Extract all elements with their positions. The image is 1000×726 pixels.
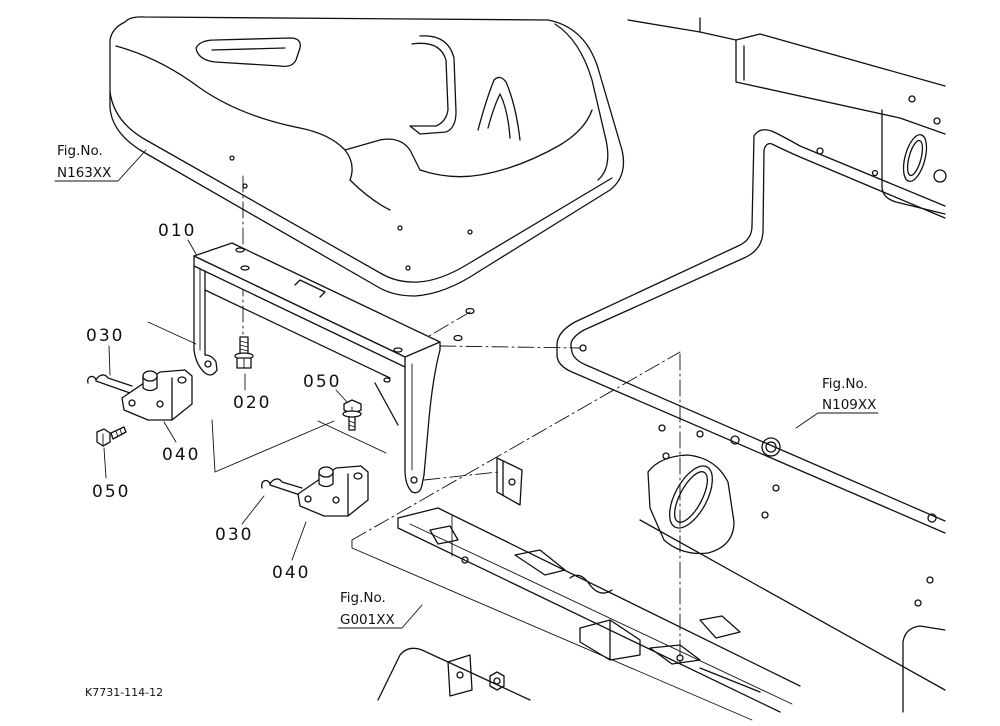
floor-panel (351, 457, 801, 721)
bolt-upper (234, 336, 254, 369)
leader-lines (54, 149, 879, 629)
assembly-lines (147, 321, 387, 473)
plate-left (121, 369, 193, 421)
fig-ref-label-frame: Fig.No. (822, 376, 868, 392)
lower-left-parts (377, 647, 531, 701)
seat (109, 16, 625, 297)
fig-ref-code-frame: N109XX (822, 397, 876, 413)
callout-bolt-left: 050 (92, 482, 130, 502)
fig-ref-code-floor: G001XX (340, 612, 395, 628)
fig-ref-label-floor: Fig.No. (340, 590, 386, 606)
callout-bolt-upper: 020 (233, 393, 271, 413)
fig-ref-code-seat: N163XX (57, 165, 111, 181)
drawing-number: K7731-114-12 (85, 686, 163, 699)
bracket (193, 242, 441, 494)
upper-frame-structure (627, 17, 947, 215)
callout-pin-right: 030 (215, 525, 253, 545)
callout-pin-left: 030 (86, 326, 124, 346)
frame-assembly (556, 129, 946, 713)
callout-plate-right: 040 (272, 563, 310, 583)
callout-bolt-right: 050 (303, 372, 341, 392)
frame-slot (669, 465, 713, 529)
callout-plate-left: 040 (162, 445, 200, 465)
bolt-right (342, 399, 362, 431)
nut-icon (489, 671, 505, 691)
bolt-left (96, 426, 127, 447)
pin-right (261, 478, 303, 496)
pin-left (87, 374, 133, 394)
mounting-holes (453, 307, 475, 342)
plate-right (297, 465, 369, 517)
callout-bracket: 010 (158, 221, 196, 241)
fig-ref-label-seat: Fig.No. (57, 143, 103, 159)
